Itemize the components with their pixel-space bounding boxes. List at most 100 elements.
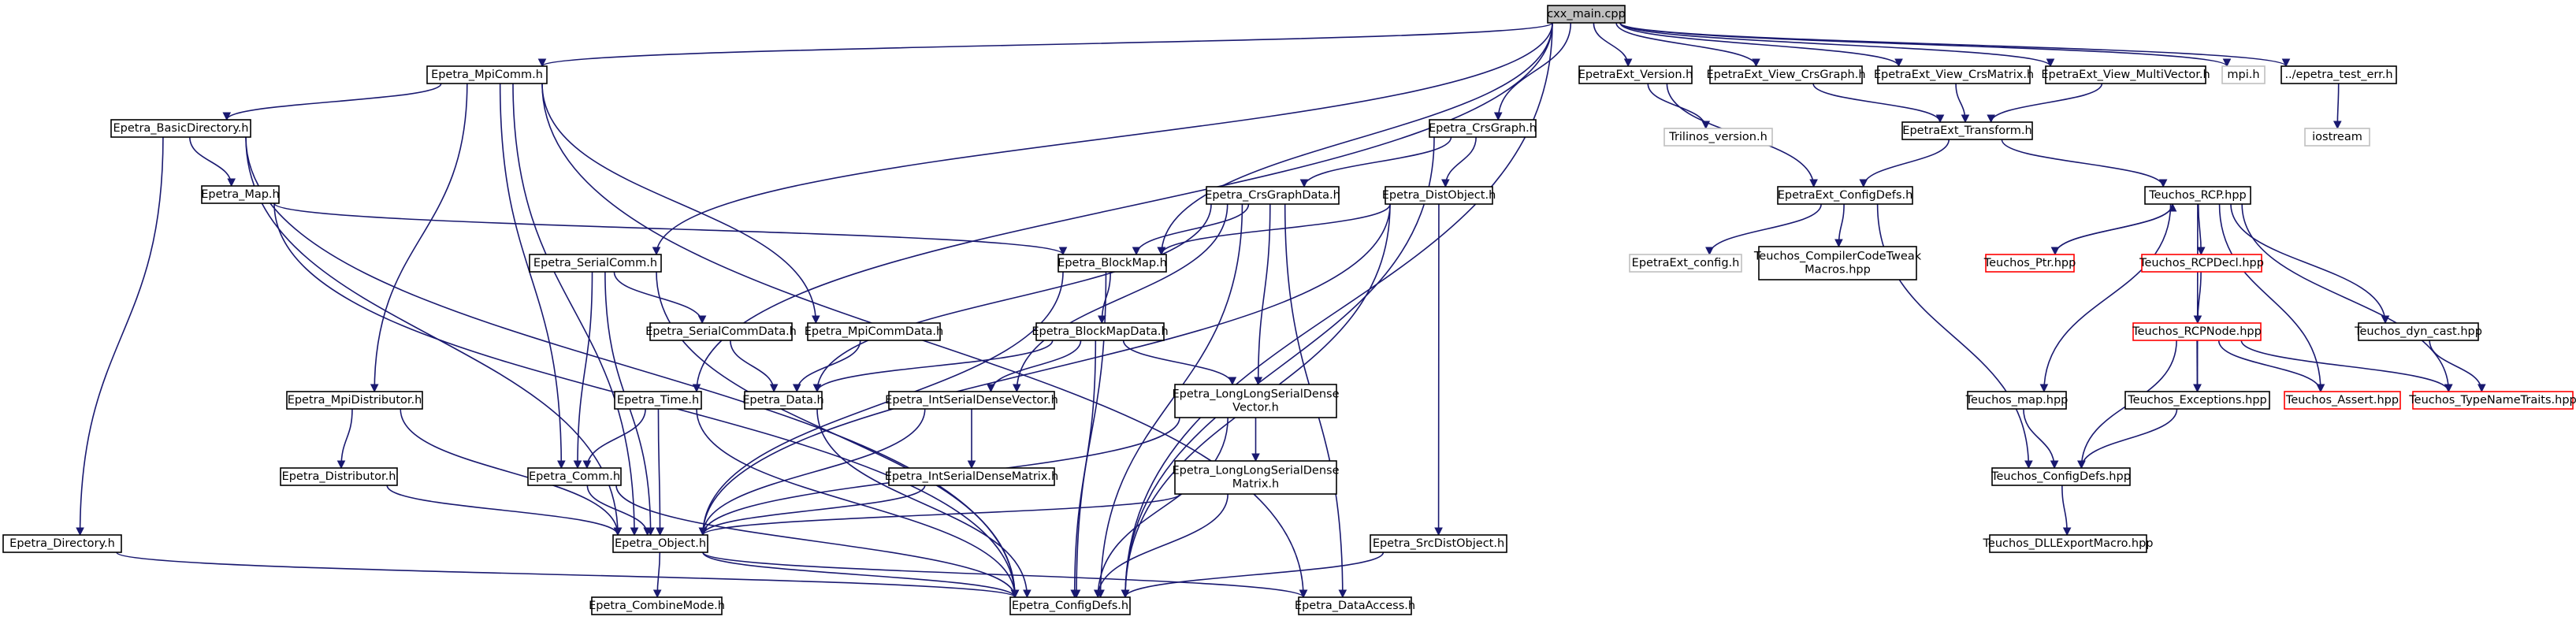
node-box <box>2221 65 2266 84</box>
node-box <box>1877 65 2031 84</box>
node-label: cxx_main.cpp <box>1547 8 1626 20</box>
node-teuchos-configdefs[interactable]: Teuchos_ConfigDefs.hpp <box>1991 467 2131 486</box>
node-teuchos-typenametraits[interactable]: Teuchos_TypeNameTraits.hpp <box>2408 391 2576 410</box>
node-iostream[interactable]: iostream <box>2304 128 2370 147</box>
node-layer: cxx_main.cppEpetra_MpiComm.hEpetra_Basic… <box>2 5 2576 615</box>
node-epetra-mpicommdata[interactable]: Epetra_MpiCommData.h <box>805 322 943 341</box>
node-epetraext-config[interactable]: EpetraExt_config.h <box>1629 254 1742 273</box>
node-epetra-dataaccess[interactable]: Epetra_DataAccess.h <box>1295 596 1415 615</box>
node-epetra-serialcommdata[interactable]: Epetra_SerialCommData.h <box>645 322 797 341</box>
node-box <box>1578 65 1693 84</box>
edge-arrowhead <box>2024 460 2033 470</box>
edge-epetraext-configdefs-to-epetraext-config <box>1708 203 1822 255</box>
node-label: Epetra_Comm.h <box>529 470 620 483</box>
node-mpi[interactable]: mpi.h <box>2221 65 2266 84</box>
node-box <box>1663 128 1773 147</box>
node-epetra-configdefs[interactable]: Epetra_ConfigDefs.h <box>1009 596 1131 615</box>
node-epetra-map[interactable]: Epetra_Map.h <box>201 185 280 204</box>
node-epetraext-view-multivector[interactable]: EpetraExt_View_MultiVector.h <box>2041 65 2210 84</box>
node-trilinos-version[interactable]: Trilinos_version.h <box>1663 128 1773 147</box>
edge-epetraext-view-multivector-to-epetraext-transform <box>1990 83 2103 123</box>
edge-epetra-mpidistributor-to-epetra-distributor <box>340 408 353 469</box>
edge-arrowhead <box>2193 315 2202 325</box>
node-epetra-comm[interactable]: Epetra_Comm.h <box>527 467 622 486</box>
edge-arrowhead <box>2281 58 2291 68</box>
edge-arrowhead <box>2046 58 2055 68</box>
edge-epetra-intserialdensematrix-to-epetra-object <box>702 485 926 536</box>
node-epetraext-transform[interactable]: EpetraExt_Transform.h <box>1901 121 2033 140</box>
node-epetra-basicdirectory[interactable]: Epetra_BasicDirectory.h <box>110 119 251 138</box>
edge-cxx-main-to-epetra-mpicomm <box>541 22 1553 67</box>
edge-arrowhead <box>1010 589 1020 599</box>
node-epetra-mpidistributor[interactable]: Epetra_MpiDistributor.h <box>286 391 423 410</box>
edge-arrowhead <box>2477 384 2486 393</box>
node-epetra-distributor[interactable]: Epetra_Distributor.h <box>280 467 398 486</box>
node-label: Epetra_MpiDistributor.h <box>288 394 422 407</box>
node-label: Teuchos_RCPNode.hpp <box>2132 325 2262 338</box>
node-epetra-blockmapdata[interactable]: Epetra_BlockMapData.h <box>1032 322 1169 341</box>
node-epetra-mpicomm[interactable]: Epetra_MpiComm.h <box>426 65 548 84</box>
node-label: Epetra_IntSerialDenseMatrix.h <box>885 470 1058 483</box>
node-epetra-intserialdensematrix[interactable]: Epetra_IntSerialDenseMatrix.h <box>885 467 1058 486</box>
node-teuchos-rcp[interactable]: Teuchos_RCP.hpp <box>2144 186 2251 205</box>
node-label: Matrix.h <box>1232 478 1279 491</box>
node-teuchos-ptr[interactable]: Teuchos_Ptr.hpp <box>1983 254 2076 273</box>
edge-epetra-mpicomm-to-epetra-mpicommdata <box>541 83 817 324</box>
edge-arrowhead <box>812 315 820 325</box>
edge-teuchos-rcp-to-teuchos-dyn-cast <box>2230 203 2386 324</box>
edge-arrowhead <box>987 384 995 393</box>
edge-arrowhead <box>2050 460 2059 470</box>
edge-epetra-time-to-epetra-object <box>657 408 661 536</box>
edge-arrowhead <box>336 460 346 470</box>
node-teuchos-assert[interactable]: Teuchos_Assert.hpp <box>2284 391 2401 410</box>
edge-teuchos-rcp-to-teuchos-rcpdecl <box>2197 203 2202 255</box>
node-epetra-directory[interactable]: Epetra_Directory.h <box>2 534 122 553</box>
node-teuchos-rcpdecl[interactable]: Teuchos_RCPDecl.hpp <box>2139 254 2264 273</box>
node-epetra-test-err[interactable]: ../epetra_test_err.h <box>2280 65 2397 84</box>
node-epetra-srcdistobject[interactable]: Epetra_SrcDistObject.h <box>1370 534 1507 553</box>
node-label: Epetra_ConfigDefs.h <box>1012 600 1128 612</box>
node-epetra-crsgraph[interactable]: Epetra_CrsGraph.h <box>1429 119 1537 138</box>
node-epetra-object[interactable]: Epetra_Object.h <box>612 534 708 553</box>
node-teuchos-rcpnode[interactable]: Teuchos_RCPNode.hpp <box>2132 322 2262 341</box>
edge-epetra-basicdirectory-to-epetra-directory <box>79 136 164 536</box>
node-epetra-crsgraphdata[interactable]: Epetra_CrsGraphData.h <box>1205 186 1340 205</box>
node-epetra-data[interactable]: Epetra_Data.h <box>742 391 824 410</box>
edge-arrowhead <box>2193 384 2202 393</box>
edge-teuchos-dyn-cast-to-teuchos-typenametraits <box>2429 340 2483 392</box>
node-teuchos-exceptions[interactable]: Teuchos_Exceptions.hpp <box>2124 391 2270 410</box>
node-epetraext-configdefs[interactable]: EpetraExt_ConfigDefs.h <box>1777 186 1913 205</box>
node-label: Epetra_SrcDistObject.h <box>1373 537 1504 550</box>
node-epetraext-version[interactable]: EpetraExt_Version.h <box>1578 65 1693 84</box>
node-teuchos-map[interactable]: Teuchos_map.hpp <box>1965 391 2069 410</box>
node-epetra-time[interactable]: Epetra_Time.h <box>614 391 702 410</box>
node-box <box>807 322 941 341</box>
node-label: Macros.hpp <box>1805 264 1871 277</box>
edge-epetra-intserialdensevector-to-epetra-object <box>702 408 926 536</box>
edge-arrowhead <box>537 58 547 68</box>
node-box <box>1991 467 2131 486</box>
edge-epetraext-view-crsgraph-to-epetraext-transform <box>1812 83 1941 123</box>
node-teuchos-dllexportmacro[interactable]: Teuchos_DLLExportMacro.hpp <box>1983 534 2154 553</box>
node-epetra-distobject[interactable]: Epetra_DistObject.h <box>1382 186 1496 205</box>
edge-epetra-time-to-epetra-comm <box>586 408 646 469</box>
node-epetra-intserialdensevector[interactable]: Epetra_IntSerialDenseVector.h <box>885 391 1058 410</box>
edge-epetraext-transform-to-teuchos-rcp <box>2001 139 2164 188</box>
node-cxx-main[interactable]: cxx_main.cpp <box>1547 5 1626 24</box>
node-box <box>2132 322 2262 341</box>
node-epetra-combinemode[interactable]: Epetra_CombineMode.h <box>589 596 725 615</box>
edge-epetra-crsgraph-to-epetra-configdefs <box>1124 136 1435 598</box>
node-label: Teuchos_CompilerCodeTweak <box>1753 251 1922 263</box>
node-epetra-serialcomm[interactable]: Epetra_SerialComm.h <box>529 254 662 273</box>
node-box <box>649 322 793 341</box>
node-box <box>1777 186 1913 205</box>
node-epetra-blockmap[interactable]: Epetra_BlockMap.h <box>1058 254 1167 273</box>
edge-arrowhead <box>2062 527 2072 537</box>
node-epetraext-view-crsmatrix[interactable]: EpetraExt_View_CrsMatrix.h <box>1874 65 2034 84</box>
node-teuchos-dyn-cast[interactable]: Teuchos_dyn_cast.hpp <box>2354 322 2482 341</box>
node-box <box>1206 186 1340 205</box>
node-epetraext-view-crsgraph[interactable]: EpetraExt_View_CrsGraph.h <box>1706 65 1866 84</box>
